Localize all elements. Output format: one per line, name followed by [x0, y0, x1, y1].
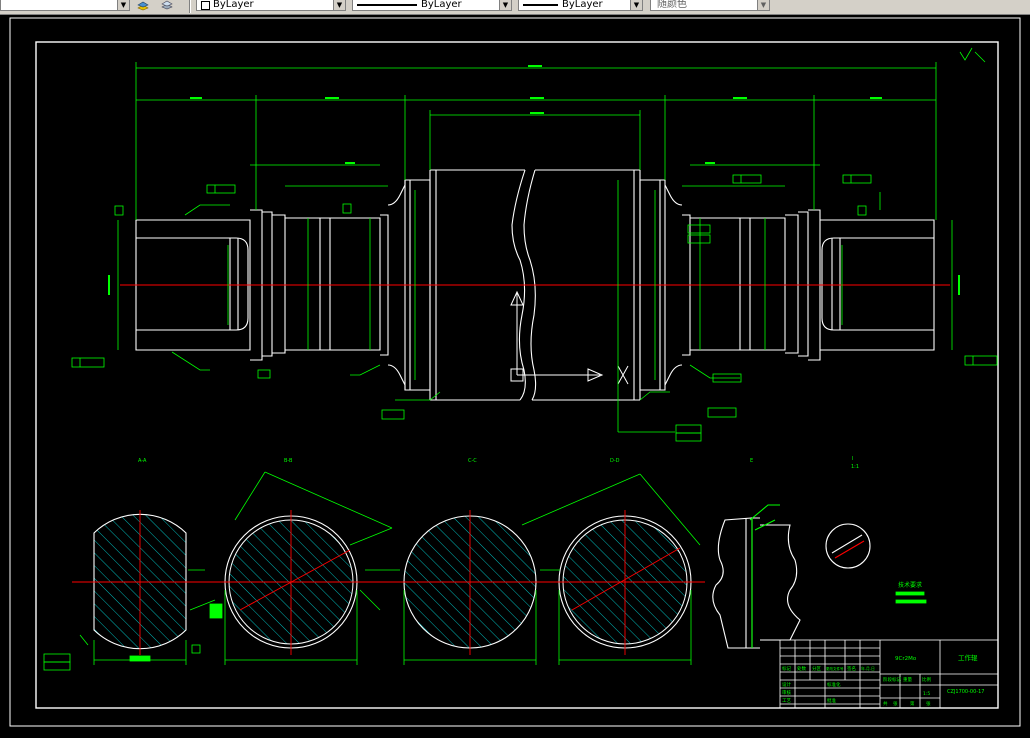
svg-text:E: E — [750, 458, 753, 464]
svg-text:共: 共 — [883, 700, 888, 707]
svg-text:审核: 审核 — [782, 689, 791, 696]
color-swatch-icon — [201, 0, 210, 10]
linetype-control-dropdown[interactable]: ByLayer ▼ — [352, 0, 512, 11]
color-control-dropdown[interactable]: ByLayer ▼ — [196, 0, 346, 11]
svg-text:1:1: 1:1 — [851, 464, 859, 470]
dimension-lines — [117, 51, 986, 433]
svg-text:设计: 设计 — [782, 681, 791, 688]
svg-text:批准: 批准 — [827, 697, 836, 704]
chevron-down-icon[interactable]: ▼ — [757, 0, 769, 10]
ucs-icon — [510, 290, 629, 385]
section-dimensions — [79, 471, 701, 665]
svg-text:标记: 标记 — [782, 665, 791, 672]
layer-state-icon[interactable] — [136, 0, 150, 11]
svg-text:A-A: A-A — [138, 458, 147, 464]
svg-text:9Cr2Mo: 9Cr2Mo — [895, 656, 917, 662]
section-centerlines — [72, 510, 705, 655]
svg-text:处数: 处数 — [797, 665, 806, 672]
color-control-value: ByLayer — [213, 0, 254, 10]
lineweight-control-value: ByLayer — [562, 0, 603, 10]
plotstyle-control-value: 随颜色 — [657, 0, 687, 10]
section-label-bb: B-B — [284, 458, 293, 464]
chevron-down-icon[interactable]: ▼ — [630, 0, 642, 10]
chevron-down-icon[interactable]: ▼ — [117, 0, 129, 10]
sheet-outer-border — [9, 17, 1021, 727]
chevron-down-icon[interactable]: ▼ — [333, 0, 345, 10]
svg-text:工艺: 工艺 — [782, 698, 791, 704]
svg-text:阶段标记: 阶段标记 — [883, 676, 901, 683]
svg-text:CZJ1700-00-17: CZJ1700-00-17 — [947, 689, 984, 695]
detail-e-view — [712, 504, 801, 649]
roughness-symbol — [959, 47, 973, 61]
svg-text:1:5: 1:5 — [923, 691, 930, 697]
svg-text:张: 张 — [893, 700, 898, 707]
svg-text:更改文件号: 更改文件号 — [826, 666, 844, 671]
svg-text:工作辊: 工作辊 — [958, 653, 978, 662]
svg-text:比例: 比例 — [922, 676, 931, 683]
properties-toolbar: ▼ ByLayer ▼ ByLayer ▼ ByLayer ▼ 随颜色 ▼ — [0, 0, 1030, 15]
linetype-control-value: ByLayer — [421, 0, 462, 10]
toolbar-separator — [189, 0, 191, 13]
section-tolerance-frames — [43, 591, 927, 671]
detail-i-view — [825, 523, 871, 569]
section-label-dd: D-D — [610, 458, 620, 464]
dimension-labels — [108, 65, 960, 295]
section-label-cc: C-C — [468, 458, 477, 464]
lineweight-sample-icon — [523, 4, 558, 6]
title-block-text: 标记 处数 分区 更改文件号 签名 年.月.日 设计 审核 工艺 批准 标准化 … — [782, 653, 984, 707]
lineweight-control-dropdown[interactable]: ByLayer ▼ — [518, 0, 643, 11]
svg-text:I: I — [852, 456, 853, 462]
section-label-i: I 1:1 — [851, 456, 859, 470]
svg-text:C-C: C-C — [468, 458, 477, 464]
svg-text:技术要求: 技术要求 — [898, 581, 922, 589]
plotstyle-control-dropdown[interactable]: 随颜色 ▼ — [650, 0, 770, 11]
drawing-canvas[interactable]: A-A B-B C-C D-D E I 1:1 — [0, 14, 1030, 738]
layer-previous-icon[interactable] — [160, 0, 174, 11]
linetype-sample-icon — [357, 4, 417, 6]
section-label-aa: A-A — [138, 458, 147, 464]
chevron-down-icon[interactable]: ▼ — [499, 0, 511, 10]
svg-text:分区: 分区 — [812, 665, 821, 672]
tolerance-frames — [71, 174, 998, 442]
technical-requirements: 技术要求 — [898, 581, 922, 589]
sheet-inner-frame — [35, 41, 999, 709]
svg-text:第: 第 — [910, 700, 915, 707]
layer-dropdown[interactable]: ▼ — [0, 0, 130, 11]
svg-text:签名: 签名 — [847, 665, 856, 672]
svg-text:B-B: B-B — [284, 458, 293, 464]
svg-text:年.月.日: 年.月.日 — [861, 666, 875, 671]
svg-text:张: 张 — [926, 700, 931, 707]
section-label-e: E — [750, 458, 753, 464]
svg-text:重量: 重量 — [903, 676, 912, 683]
svg-text:标准化: 标准化 — [827, 681, 841, 688]
title-block — [779, 639, 999, 709]
svg-text:D-D: D-D — [610, 458, 620, 464]
